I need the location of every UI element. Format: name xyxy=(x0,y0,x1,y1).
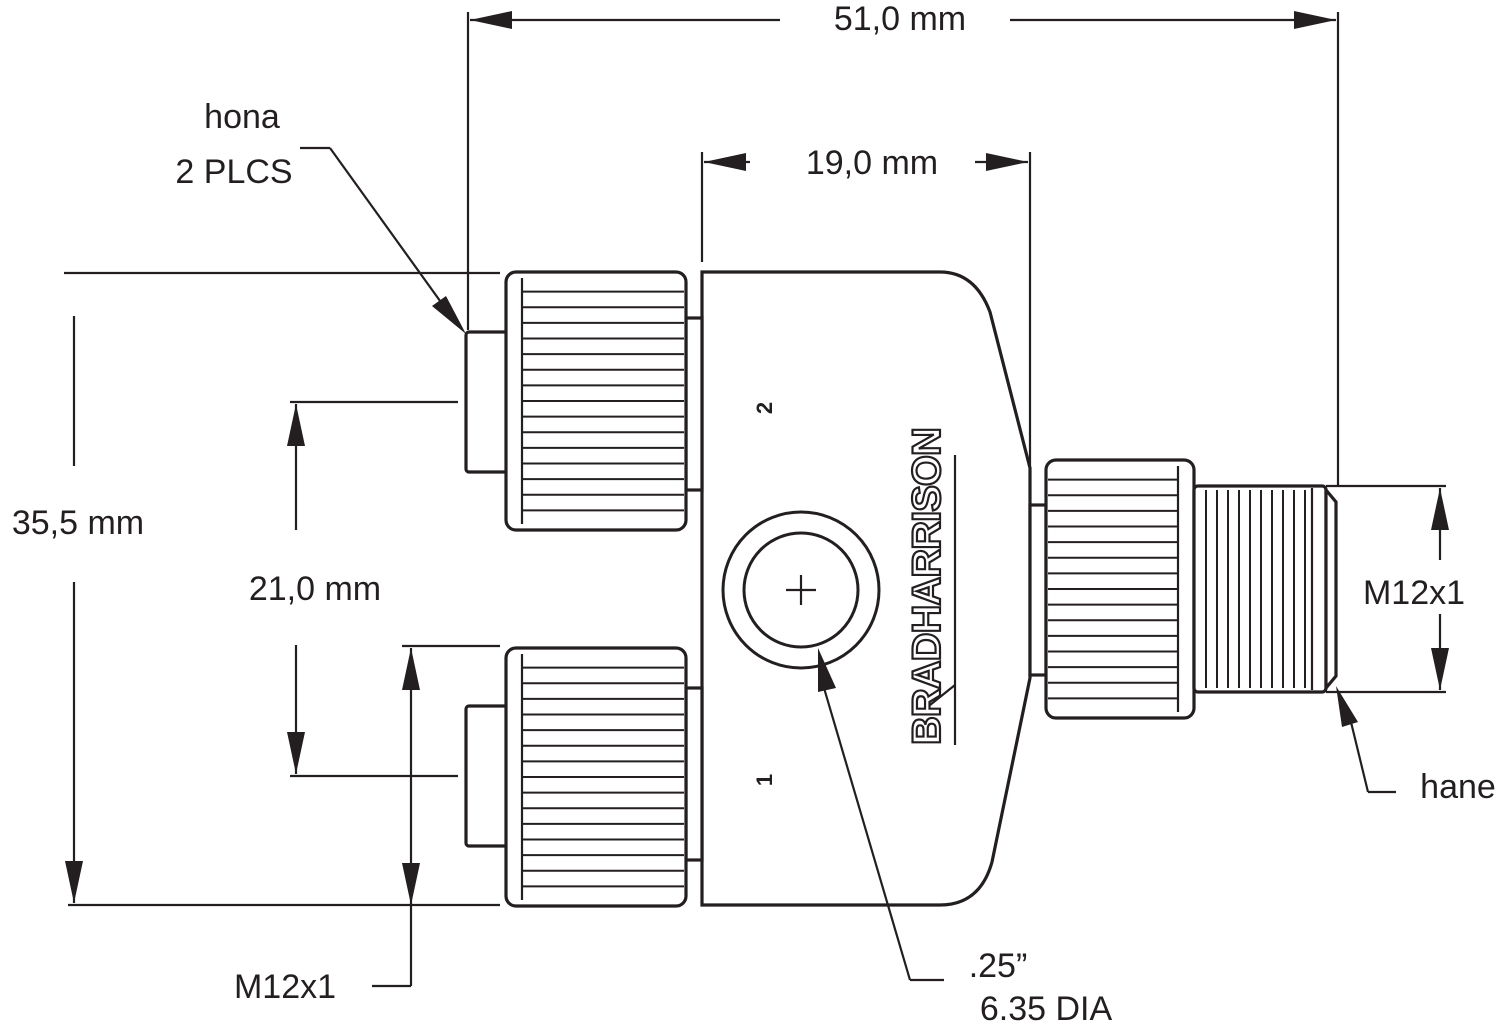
lower-female-port xyxy=(464,646,688,908)
dim-overall-length: 51,0 mm xyxy=(466,0,1340,486)
upper-neck xyxy=(684,316,704,492)
callout-female: hona 2 PLCS xyxy=(175,98,466,334)
callout-female-line2: 2 PLCS xyxy=(175,153,292,191)
dim-male-thread: M12x1 xyxy=(1326,484,1465,694)
dim-body-width-text: 19,0 mm xyxy=(806,144,938,182)
dim-overall-height: 35,5 mm xyxy=(12,271,500,907)
brand-logo: BRADHARRISON xyxy=(904,427,957,746)
male-port xyxy=(1044,458,1338,720)
port-1-label: 1 xyxy=(752,774,777,786)
dim-body-width: 19,0 mm xyxy=(700,144,1032,466)
dim-overall-length-text: 51,0 mm xyxy=(834,0,966,38)
dim-port-spacing: 21,0 mm xyxy=(249,400,458,778)
callout-hole: .25” 6.35 DIA xyxy=(818,648,1112,1025)
callout-hole-line2: 6.35 DIA xyxy=(980,990,1113,1025)
dim-female-thread: M12x1 xyxy=(234,644,500,1006)
dim-overall-height-text: 35,5 mm xyxy=(12,504,144,542)
port-2-label: 2 xyxy=(752,402,777,414)
svg-text:BRADHARRISON: BRADHARRISON xyxy=(905,428,949,745)
male-thread-text: M12x1 xyxy=(1363,574,1465,612)
callout-hole-line1: .25” xyxy=(969,947,1028,985)
upper-female-port xyxy=(464,270,688,532)
lower-neck xyxy=(684,686,704,862)
dim-port-spacing-text: 21,0 mm xyxy=(249,570,381,608)
callout-female-line1: hona xyxy=(204,98,280,136)
callout-male: hane xyxy=(1336,686,1496,806)
y-body xyxy=(700,270,1032,907)
mounting-hole xyxy=(721,510,881,670)
callout-male-text: hane xyxy=(1420,768,1496,806)
female-thread-text: M12x1 xyxy=(234,968,336,1006)
male-neck xyxy=(1028,503,1048,677)
